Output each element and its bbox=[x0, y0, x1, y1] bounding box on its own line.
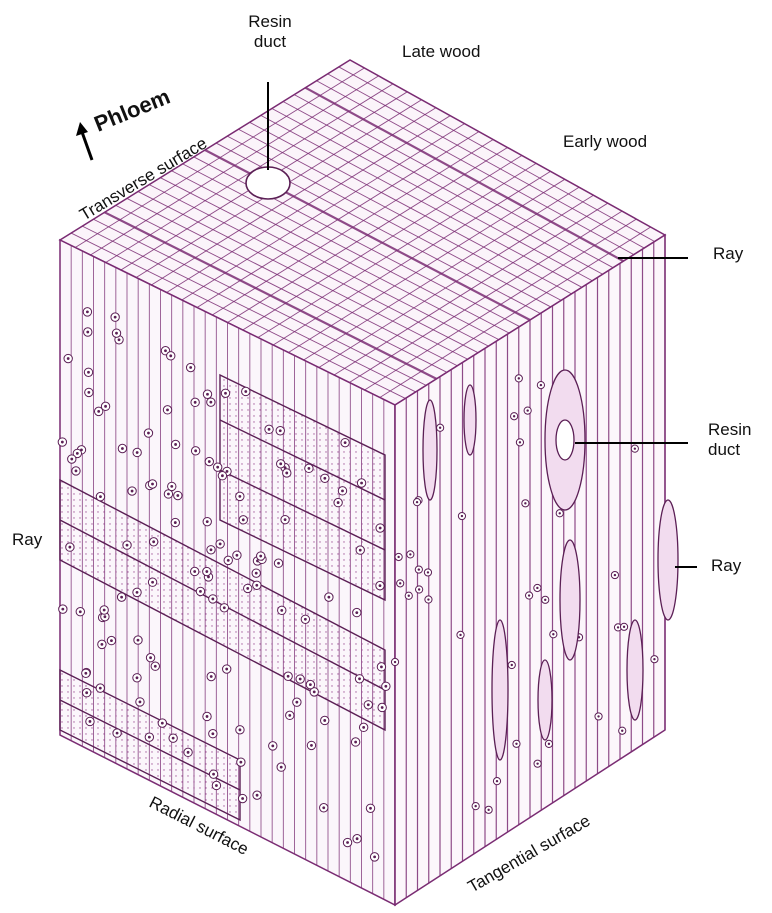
ray-right-top-label: Ray bbox=[713, 244, 743, 264]
resin-duct-right-line2: duct bbox=[708, 440, 751, 460]
resin-duct-right-line1: Resin bbox=[708, 420, 751, 440]
early-wood-label: Early wood bbox=[563, 132, 647, 152]
resin-duct-top-line1: Resin bbox=[248, 12, 292, 32]
ray-right-bottom-label: Ray bbox=[711, 556, 741, 576]
resin-duct-right-label: Resin duct bbox=[708, 420, 751, 460]
resin-duct-top-label: Resin duct bbox=[248, 12, 292, 52]
ray-left-label: Ray bbox=[12, 530, 42, 550]
late-wood-label: Late wood bbox=[402, 42, 480, 62]
resin-duct-top-line2: duct bbox=[248, 32, 292, 52]
arrow-up-icon bbox=[76, 122, 92, 160]
transverse-resin-duct bbox=[246, 167, 290, 199]
phloem-label: Phloem bbox=[91, 84, 174, 137]
